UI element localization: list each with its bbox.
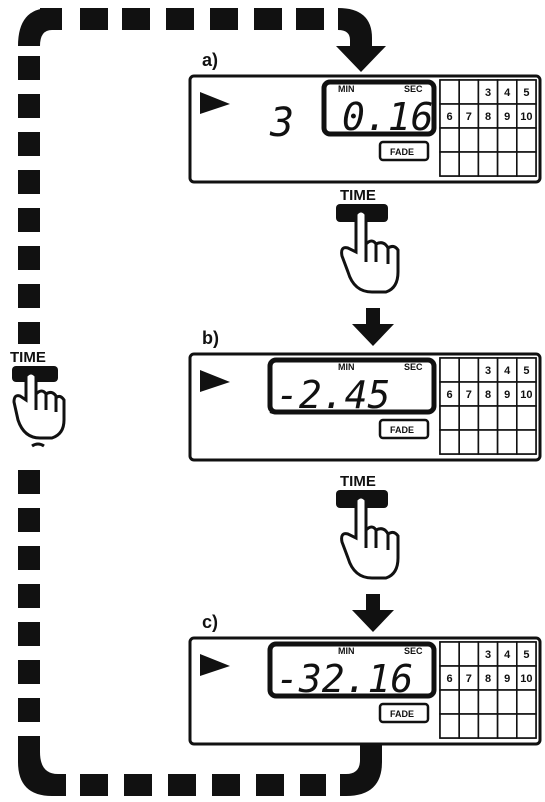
svg-text:FADE: FADE [390,425,414,435]
grid-cell [478,406,497,430]
grid-track-number: 5 [523,365,529,377]
grid-cell [517,152,536,176]
grid-track-number: 7 [466,673,472,685]
grid-cell [498,152,517,176]
grid-cell [517,690,536,714]
down-arrow-icon [352,308,394,346]
time-label: TIME [340,473,376,490]
grid-cell [440,80,459,104]
grid-cell [498,128,517,152]
svg-text:FADE: FADE [390,709,414,719]
grid-cell [517,406,536,430]
grid-track-number: 9 [504,673,510,685]
press-step-2: TIME [336,473,398,632]
grid-track-number: 3 [485,365,491,377]
grid-track-number: 9 [504,111,510,123]
grid-track-number: 4 [504,365,511,377]
grid-cell [459,358,478,382]
svg-text:MIN: MIN [338,362,355,372]
panel-label: a) [202,50,218,70]
grid-cell [498,714,517,738]
grid-cell [440,642,459,666]
grid-track-number: 6 [447,389,453,401]
grid-cell [440,430,459,454]
grid-cell [440,358,459,382]
track-number: 3 [269,100,294,146]
svg-text:SEC: SEC [404,84,423,94]
grid-track-number: 4 [504,649,511,661]
grid-track-number: 4 [504,87,511,99]
grid-cell [459,406,478,430]
grid-track-number: 10 [520,673,532,685]
grid-track-number: 6 [447,673,453,685]
grid-track-number: 3 [485,649,491,661]
grid-cell [440,714,459,738]
grid-cell [459,642,478,666]
grid-track-number: 3 [485,87,491,99]
grid-track-number: 7 [466,389,472,401]
grid-cell [517,714,536,738]
grid-cell [517,430,536,454]
grid-cell [498,406,517,430]
grid-cell [440,690,459,714]
grid-cell [498,430,517,454]
grid-cell [478,714,497,738]
svg-text:SEC: SEC [404,362,423,372]
pointing-hand-icon [14,373,64,438]
grid-track-number: 8 [485,111,491,123]
svg-text:MIN: MIN [338,646,355,656]
svg-text:MIN: MIN [338,84,355,94]
grid-cell [459,714,478,738]
grid-cell [478,152,497,176]
grid-track-number: 10 [520,111,532,123]
press-step-1: TIME [336,187,398,346]
grid-track-number: 7 [466,111,472,123]
grid-track-number: 5 [523,87,529,99]
grid-cell [498,690,517,714]
grid-track-number: 6 [447,111,453,123]
grid-cell [459,690,478,714]
grid-track-number: 10 [520,389,532,401]
panel-label: c) [202,612,218,632]
grid-cell [517,128,536,152]
grid-cell [478,430,497,454]
time-display: -2.45 [276,373,390,417]
grid-cell [440,128,459,152]
panel-label: b) [202,328,219,348]
left-time-label: TIME [10,349,46,366]
time-display: -32.16 [276,657,413,701]
grid-track-number: 5 [523,649,529,661]
time-display: 0.16 [342,95,434,139]
pointing-hand-icon [342,497,398,578]
svg-text:SEC: SEC [404,646,423,656]
grid-cell [459,128,478,152]
grid-cell [440,152,459,176]
pointing-hand-icon [342,211,398,292]
grid-cell [459,152,478,176]
grid-cell [478,128,497,152]
grid-cell [440,406,459,430]
svg-text:FADE: FADE [390,147,414,157]
grid-cell [459,430,478,454]
grid-track-number: 9 [504,389,510,401]
grid-track-number: 8 [485,673,491,685]
grid-track-number: 8 [485,389,491,401]
down-arrow-icon [352,594,394,632]
left-time-press: TIME [10,349,64,446]
grid-cell [459,80,478,104]
grid-cell [478,690,497,714]
time-label: TIME [340,187,376,204]
